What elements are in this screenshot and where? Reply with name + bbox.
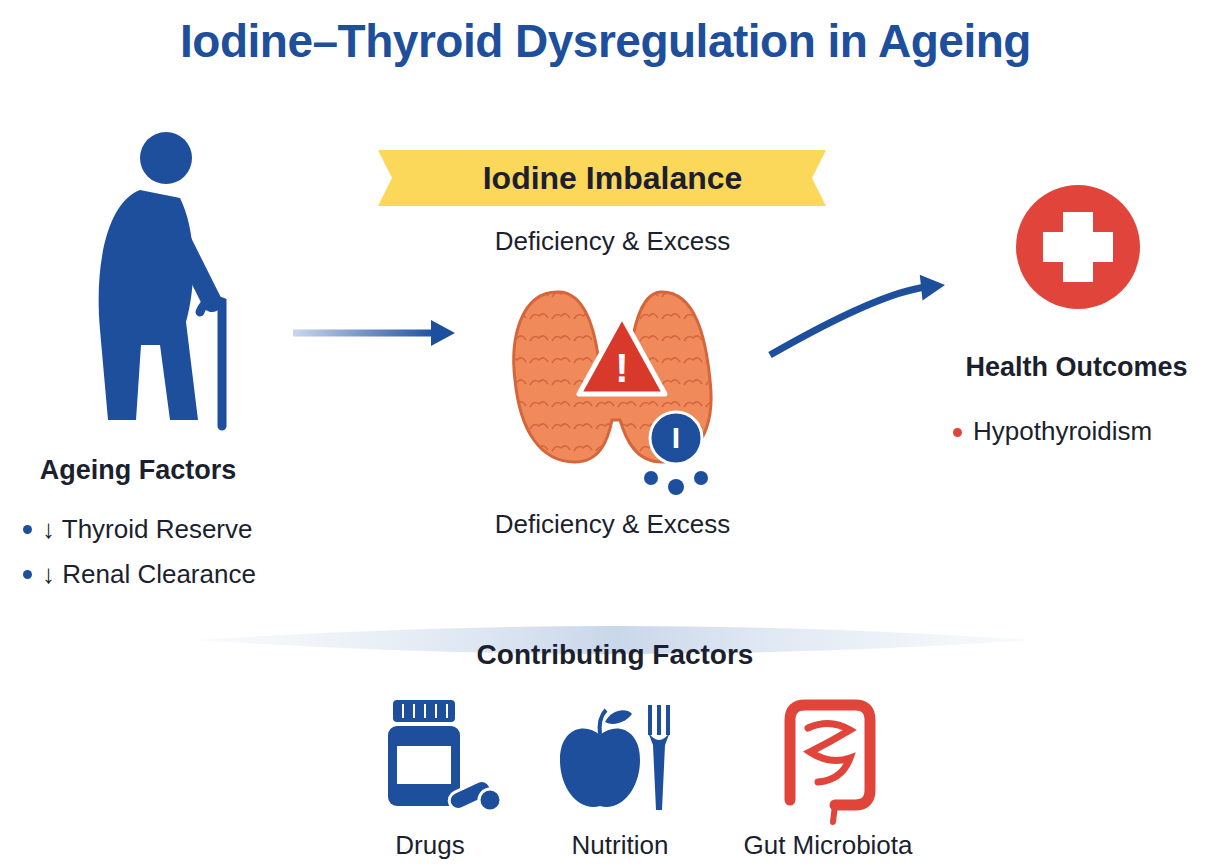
- connector-line: [770, 287, 927, 355]
- nutrition-icon: [560, 705, 670, 810]
- arrow-head: [920, 275, 945, 301]
- gut-icon: [790, 705, 870, 822]
- flow-arrow: [770, 275, 945, 355]
- symbol-label: I: [646, 420, 706, 456]
- node-text: ↓ Thyroid Reserve: [42, 514, 292, 545]
- node-heading: Iodine Imbalance: [455, 159, 770, 197]
- ageing-factors-group: Ageing Factors ↓ Thyroid Reserve ↓ Renal C…: [18, 120, 293, 600]
- arrow-head: [431, 320, 455, 346]
- health-outcomes-group: Health OutcomesHypothyroidism: [945, 185, 1208, 450]
- node-text: Deficiency & Excess: [455, 509, 770, 540]
- node-heading: Nutrition: [548, 830, 692, 861]
- contributing-factors-band: Contributing FactorsDrugs Nutrition Gut Mi…: [195, 628, 1035, 866]
- connector-line: [293, 330, 437, 337]
- bullet-dot: [23, 570, 32, 579]
- elderly-person-icon: [99, 132, 222, 426]
- flow-arrow: [293, 320, 455, 346]
- node-text: ↓ Renal Clearance: [42, 559, 292, 590]
- node-heading: Gut Microbiota: [720, 830, 936, 861]
- node-heading: Drugs: [368, 830, 492, 861]
- diagram-title: Iodine–Thyroid Dysregulation in Ageing: [20, 14, 1191, 69]
- gut-microbiota-item: Gut Microbiota: [720, 695, 936, 863]
- node-text: Deficiency & Excess: [455, 226, 770, 257]
- iodine-imbalance-group: Iodine ImbalanceDeficiency & ExcessDefic…: [455, 145, 770, 545]
- thyroid-gland: [514, 292, 711, 495]
- node-heading: Ageing Factors: [18, 454, 258, 486]
- node-heading: Health Outcomes: [945, 351, 1208, 383]
- drugs-icon: [388, 700, 501, 812]
- bullet-dot: [953, 428, 962, 437]
- symbol-label: !: [592, 344, 652, 392]
- bullet-dot: [23, 525, 32, 534]
- node-text: Hypothyroidism: [973, 416, 1205, 447]
- drugs-item: Drugs: [368, 695, 492, 863]
- node-heading: Contributing Factors: [195, 638, 1035, 672]
- ribbon-banner: [378, 150, 826, 206]
- nutrition-item: Nutrition: [548, 695, 692, 863]
- health-cross-icon: [1016, 185, 1140, 309]
